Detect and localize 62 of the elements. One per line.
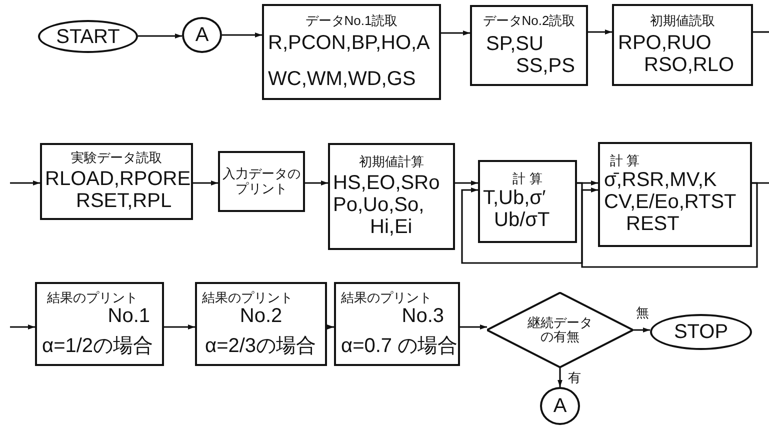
arrow (164, 324, 195, 330)
process-box (328, 143, 455, 250)
step-heading: 計 算 (512, 172, 544, 187)
process-box (612, 4, 753, 86)
alpha-condition: α=0.7 の場合 (340, 335, 458, 358)
arrow (305, 180, 328, 186)
arrow (577, 180, 598, 186)
variable-list: R,PCON,BP,HO,A WC,WM,WD,GS (264, 32, 439, 90)
process-box (195, 282, 327, 366)
step-heading: 結果のプリント (46, 290, 139, 306)
step-heading: データNo.1読取 (304, 14, 399, 30)
step-heading: 初期値計算 (358, 154, 425, 171)
connector-circle (540, 387, 580, 425)
arrow (222, 32, 262, 38)
report-number: No.2 (238, 305, 284, 330)
arrow (10, 180, 40, 186)
step-heading: 初期値読取 (649, 14, 716, 30)
arrow (455, 180, 478, 186)
arrow (138, 34, 182, 38)
process-box (262, 4, 441, 100)
step-heading: 結果のプリント (340, 290, 433, 306)
process-box (35, 282, 164, 366)
report-number: No.3 (400, 305, 445, 330)
arrow (327, 324, 334, 330)
process-box (218, 151, 305, 212)
edge-label: 無 (636, 306, 649, 319)
arrow (10, 324, 35, 330)
step-text: A (195, 24, 209, 46)
arrow (461, 182, 583, 264)
process-box (40, 143, 193, 220)
variable-list: σ̄,RSR,MV,K CV,E/Eo,RTST REST (600, 168, 750, 235)
variable-list: HS,EO,SRo Po,Uo,So, Hi,Ei (330, 172, 453, 238)
arrow (633, 328, 650, 332)
connector-circle (182, 17, 222, 53)
step-text: START (56, 26, 120, 48)
variable-list: SP,SU SS,PS (472, 32, 586, 77)
process-box (334, 282, 460, 366)
step-heading: 計 算 (609, 154, 641, 169)
process-box (470, 5, 588, 86)
arrow (193, 180, 218, 186)
step-text: 入力データのプリント (222, 167, 302, 196)
arrow (558, 368, 562, 387)
variable-list: RLOAD,RPORE RSET,RPL (42, 168, 191, 212)
process-box (478, 160, 577, 243)
step-heading: データNo.2読取 (482, 14, 576, 30)
arrow (460, 324, 487, 330)
variable-list: RPO,RUO RSO,RLO (614, 32, 751, 76)
arrow (588, 30, 612, 34)
alpha-condition: α=1/2の場合 (41, 335, 154, 358)
variable-list: T,Ub,σ′ Ub/σT (480, 186, 575, 231)
arrow (441, 30, 470, 36)
arrow (581, 182, 758, 268)
step-heading: 結果のプリント (201, 290, 294, 306)
step-text: STOP (674, 321, 728, 343)
step-heading: 実験データ読取 (70, 150, 163, 167)
process-box (598, 142, 752, 247)
step-text: 継続データの有無 (526, 316, 594, 344)
step-text: A (553, 395, 567, 417)
report-number: No.1 (106, 305, 151, 330)
edge-label: 有 (568, 371, 581, 384)
alpha-condition: α=2/3の場合 (204, 335, 318, 358)
decision-diamond (487, 292, 633, 368)
